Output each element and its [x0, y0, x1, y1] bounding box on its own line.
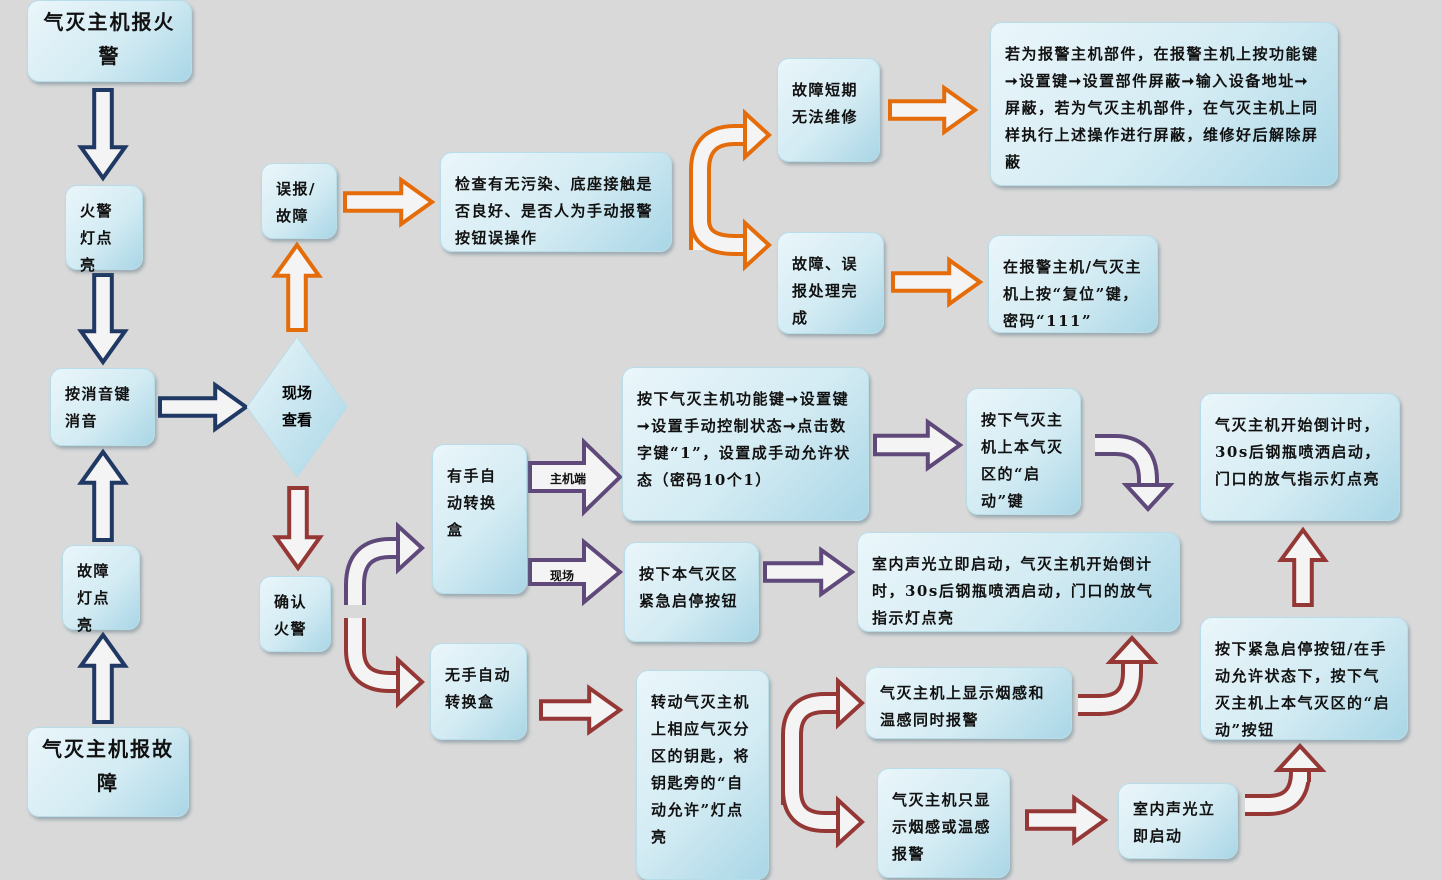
arrow-to-press-start [873, 418, 964, 472]
arrow-to-countdown [1095, 434, 1175, 512]
site-check-label: 现场查看 [281, 384, 312, 429]
arrow-label-host: 主机端 [550, 472, 587, 486]
arrow-to-turn-key [539, 684, 624, 736]
node-short-term-fault: 故障短期无法维修 [777, 58, 880, 162]
arrow-to-check [158, 381, 250, 433]
arrow-to-reset [891, 256, 984, 308]
arrow-to-manual [1245, 743, 1327, 816]
node-alarm-countdown: 室内声光立即启动，气灭主机开始倒计时，30s后钢瓶喷洒启动，门口的放气指示灯点亮 [857, 532, 1180, 632]
node-both-alarm: 气灭主机上显示烟感和温感同时报警 [865, 667, 1072, 739]
node-fire-alarm: 气灭主机报火警 [27, 0, 192, 82]
node-silence: 按消音键消音 [50, 368, 155, 446]
arrow-label-site: 现场 [550, 569, 575, 583]
arrow-to-short-fault [689, 108, 772, 250]
node-turn-key: 转动气灭主机上相应气灭分区的钥匙，将钥匙旁的“自动允许”灯点亮 [636, 670, 769, 880]
arrow-to-alarm [763, 546, 856, 598]
node-without-switch: 无手自动转换盒 [430, 643, 527, 740]
decision-site-check: 现场查看 [247, 337, 347, 477]
arrow-to-inspect [343, 176, 436, 228]
node-press-start: 按下气灭主机上本气灭区的“启动”键 [966, 388, 1081, 515]
node-host-steps: 按下气灭主机功能键➞设置键➞设置手动控制状态➞点击数字键“1”，设置成手动允许状… [622, 367, 869, 521]
arrow-down-2 [77, 273, 129, 366]
arrow-to-shield [888, 84, 979, 136]
arrow-to-handled [689, 205, 772, 272]
arrow-site [528, 537, 624, 607]
node-manual-start: 按下紧急启停按钮/在手动允许状态下，按下气灭主机上本气灭区的“启动”按钮 [1200, 617, 1408, 740]
arrow-to-final-countdown [1277, 526, 1329, 607]
node-shield: 若为报警主机部件，在报警主机上按功能键➞设置键➞设置部件屏蔽➞输入设备地址➞屏蔽… [990, 22, 1338, 186]
node-fault-alarm: 气灭主机报故障 [27, 727, 189, 817]
arrow-up-1 [77, 448, 129, 542]
arrow-to-with-switch [344, 521, 425, 605]
node-false-alarm: 误报/故障 [261, 163, 337, 239]
arrow-to-sound [1025, 794, 1109, 846]
arrow-to-confirm [272, 486, 324, 572]
arrow-down-1 [77, 88, 129, 182]
arrow-to-both [781, 676, 865, 805]
node-sound-light: 室内声光立即启动 [1118, 783, 1238, 859]
node-inspect: 检查有无污染、底座接触是否良好、是否人为手动报警按钮误操作 [440, 152, 672, 252]
node-countdown: 气灭主机开始倒计时，30s后钢瓶喷洒启动，门口的放气指示灯点亮 [1200, 393, 1400, 521]
arrow-host [528, 437, 623, 517]
arrow-to-without-switch [344, 618, 425, 709]
arrow-to-single [781, 770, 865, 849]
node-with-switch: 有手自动转换盒 [432, 444, 527, 594]
arrow-to-false [271, 241, 323, 332]
node-fault-light: 故障灯点亮 [62, 545, 140, 634]
node-reset: 在报警主机/气灭主机上按“复位”键，密码“111” [988, 235, 1158, 333]
arrow-to-alarm-countdown [1078, 635, 1159, 716]
node-fire-light: 火警灯点亮 [65, 185, 143, 274]
node-handled: 故障、误报处理完成 [777, 232, 884, 334]
node-press-emergency: 按下本气灭区紧急启停按钮 [624, 542, 759, 642]
node-single-alarm: 气灭主机只显示烟感或温感报警 [877, 768, 1010, 878]
node-confirm-fire: 确认火警 [259, 576, 331, 652]
arrow-up-2 [77, 631, 129, 724]
